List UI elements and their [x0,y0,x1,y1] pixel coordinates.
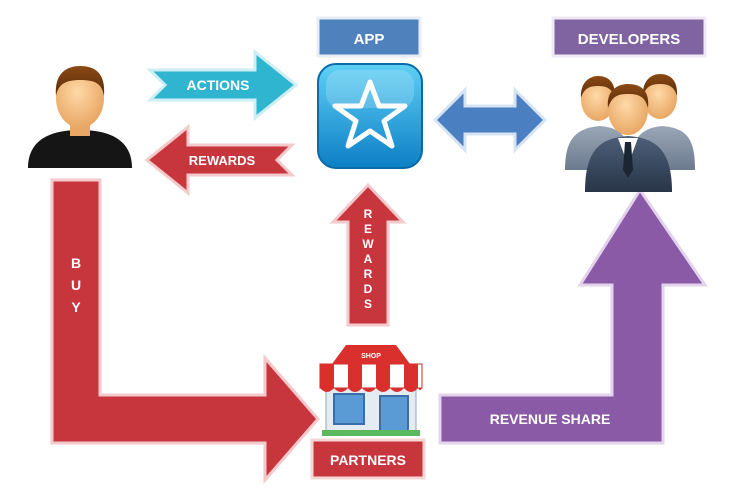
rewards-letter: A [364,252,373,266]
rewards-letter: R [364,207,373,221]
developers-label: DEVELOPERS [551,16,707,58]
rewards-letter: D [364,282,373,296]
user-icon [28,66,132,168]
buy-letter: U [71,277,81,293]
revenue-share-text: REVENUE SHARE [490,411,611,427]
shop-sign-text: SHOP [361,353,381,360]
rewards-letter: S [364,297,372,311]
app-label: APP [316,16,422,58]
developers-label-text: DEVELOPERS [578,31,681,48]
rewards-vertical-letters: R E W A R D S [362,207,374,311]
buy-letter: Y [71,299,81,315]
star-app-icon [317,63,423,169]
partners-label-text: PARTNERS [330,452,406,468]
buy-arrow-letters: B U Y [71,255,81,315]
actions-arrow: ACTIONS [146,48,299,122]
rewards-up-arrow: R E W A R D S [329,182,407,327]
rewards-text: REWARDS [189,153,256,168]
rewards-left-arrow: REWARDS [144,123,296,197]
revenue-share-arrow: REVENUE SHARE [438,187,708,445]
partners-label: PARTNERS [310,438,426,480]
rewards-letter: R [364,267,373,281]
rewards-letter: W [362,237,374,251]
rewards-letter: E [364,222,372,236]
actions-text: ACTIONS [187,77,250,93]
app-label-text: APP [354,31,385,48]
shop-icon: SHOP [319,345,423,436]
app-developers-double-arrow [432,86,548,154]
buy-arrow: B U Y [50,178,320,485]
developers-group-icon [565,74,695,192]
buy-letter: B [71,255,81,271]
